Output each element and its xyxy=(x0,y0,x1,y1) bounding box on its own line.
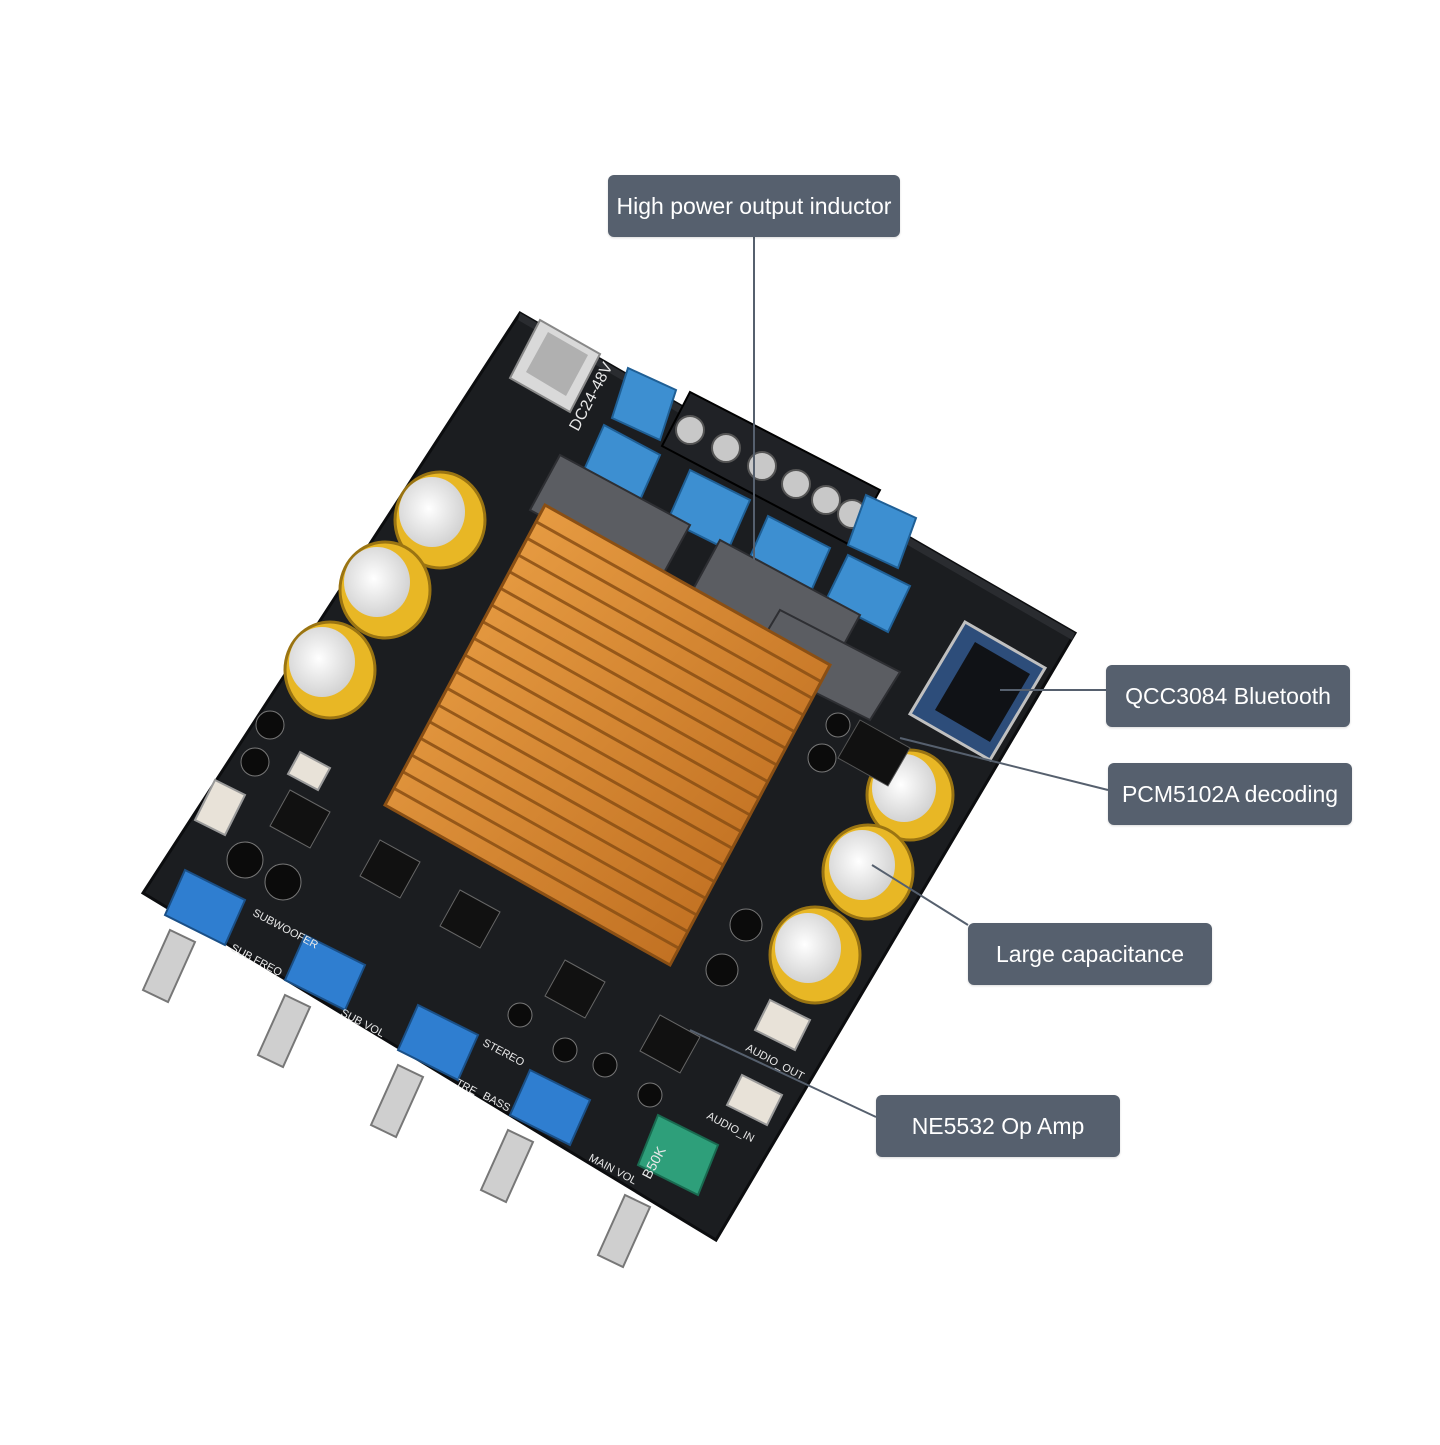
heatsink-fin xyxy=(526,537,813,700)
pcm5102a-chip xyxy=(837,719,911,787)
heatsink-fin xyxy=(473,637,760,800)
heatsink-fin xyxy=(482,620,769,783)
electrolytic-capacitors-left xyxy=(283,470,487,720)
heatsink-fin xyxy=(446,687,733,850)
heatsink-fin xyxy=(410,753,698,917)
callout-capacitance: Large capacitance xyxy=(968,923,1212,985)
pot-main-vol xyxy=(596,1113,720,1269)
heatsink-fin xyxy=(419,737,707,900)
heatsink-fin xyxy=(428,720,716,883)
heatsink xyxy=(382,502,833,968)
callout-pcm-decoding: PCM5102A decoding xyxy=(1108,763,1352,825)
heatsink-fin xyxy=(402,770,689,933)
leader-lines xyxy=(689,237,1109,1118)
potentiometers xyxy=(141,868,720,1269)
electrolytic-capacitors-right xyxy=(768,748,955,1005)
heatsink-fin xyxy=(455,670,742,833)
heatsink-fin xyxy=(535,520,822,683)
pot-sub-freq xyxy=(141,868,247,1004)
callout-op-amp: NE5532 Op Amp xyxy=(876,1095,1120,1157)
pot-bass xyxy=(479,1068,592,1204)
callout-bluetooth: QCC3084 Bluetooth xyxy=(1106,665,1350,727)
heatsink-fin xyxy=(517,553,805,717)
heatsink-fin xyxy=(464,653,751,817)
small-components xyxy=(226,710,851,1108)
heatsink-fin xyxy=(490,603,778,767)
pot-sub-vol xyxy=(256,933,367,1069)
heatsink-fin xyxy=(508,570,796,733)
heatsink-fin xyxy=(499,587,787,750)
white-connectors xyxy=(193,750,812,1127)
heatsink-fin xyxy=(437,703,725,867)
heatsink-fin xyxy=(393,787,680,950)
op-amp-chips xyxy=(269,789,701,1074)
dc-power-jack xyxy=(508,318,602,414)
pot-treble xyxy=(369,1003,480,1139)
callout-inductor: High power output inductor xyxy=(608,175,900,237)
